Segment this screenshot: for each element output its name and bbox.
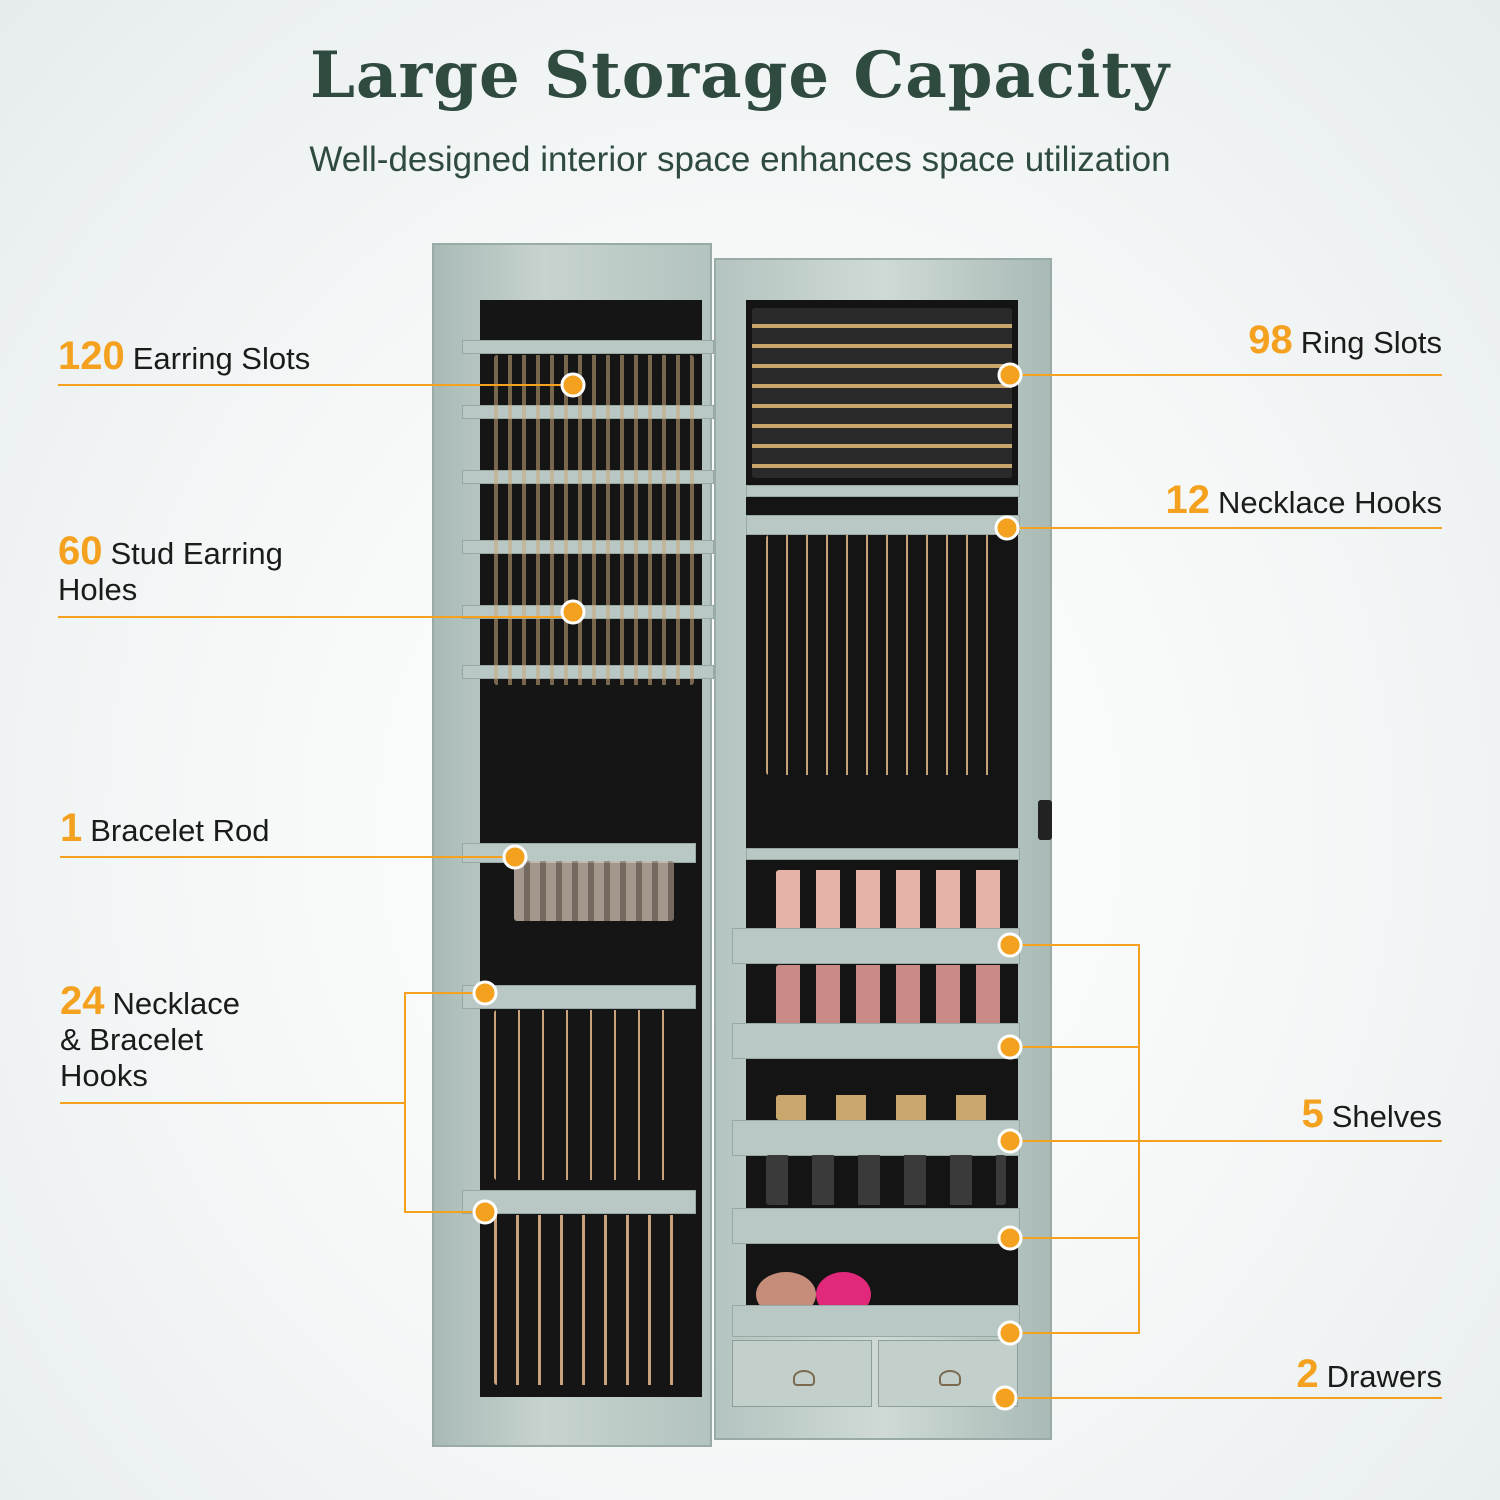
page-title: Large Storage Capacity (310, 38, 1170, 113)
ring-shelf (746, 485, 1020, 497)
callout-label: Holes (58, 572, 138, 607)
callout-label: Drawers (1326, 1359, 1442, 1394)
drawer[interactable] (732, 1340, 872, 1407)
callout-label: Stud Earring (110, 536, 283, 571)
dot (997, 362, 1023, 388)
cabinet-body (714, 258, 1052, 1440)
callout-number: 5 (1301, 1092, 1324, 1136)
callout-label: Necklace Hooks (1218, 485, 1442, 520)
callout-number: 60 (58, 529, 103, 573)
nail-polish (776, 965, 1006, 1025)
dot (997, 932, 1023, 958)
callout-number: 24 (60, 979, 105, 1023)
earring-rail (462, 340, 714, 354)
page-subtitle: Well-designed interior space enhances sp… (309, 140, 1171, 179)
shelf (732, 928, 1020, 964)
shelf (746, 848, 1020, 860)
callout-number: 2 (1296, 1352, 1319, 1396)
dot (997, 1034, 1023, 1060)
callout-label: Earring Slots (132, 341, 311, 376)
cosmetics (766, 1155, 1006, 1205)
dot (997, 1225, 1023, 1251)
dot (472, 1199, 498, 1225)
callout-label: Hooks (60, 1058, 148, 1093)
dot (997, 1320, 1023, 1346)
callout-number: 12 (1165, 478, 1211, 522)
callout-label: & Bracelet (60, 1022, 204, 1057)
lock-icon (1038, 800, 1052, 840)
callout-label: Necklace (112, 986, 241, 1021)
hook-bar (462, 1190, 696, 1214)
dot (997, 1128, 1023, 1154)
dot (502, 844, 528, 870)
necklace-hook-bar (746, 515, 1020, 535)
nail-polish (776, 870, 1006, 930)
callout-label: Shelves (1331, 1099, 1442, 1134)
dot (992, 1385, 1018, 1411)
callout-number: 120 (58, 334, 125, 378)
callout-number: 98 (1248, 318, 1293, 362)
line-necklace-bracelet-hooks (60, 992, 485, 1213)
dot (560, 372, 586, 398)
callout-label: Ring Slots (1300, 325, 1442, 360)
earrings (494, 355, 694, 685)
cosmetics (776, 1095, 1006, 1120)
dot (472, 980, 498, 1006)
dot (560, 599, 586, 625)
shelf (732, 1305, 1020, 1337)
necklaces (494, 1215, 684, 1385)
line-shelves (1010, 944, 1442, 1334)
bracelets (514, 861, 674, 921)
dot (994, 515, 1020, 541)
cabinet-door (432, 243, 714, 1447)
callout-number: 1 (60, 806, 83, 850)
shelf (732, 1120, 1020, 1156)
ring-tray (752, 308, 1012, 478)
shelf (732, 1208, 1020, 1244)
necklaces (494, 1010, 684, 1180)
necklaces (766, 535, 1006, 775)
hook-bar (462, 985, 696, 1009)
shelf (732, 1023, 1020, 1059)
callout-label: Bracelet Rod (90, 813, 270, 848)
